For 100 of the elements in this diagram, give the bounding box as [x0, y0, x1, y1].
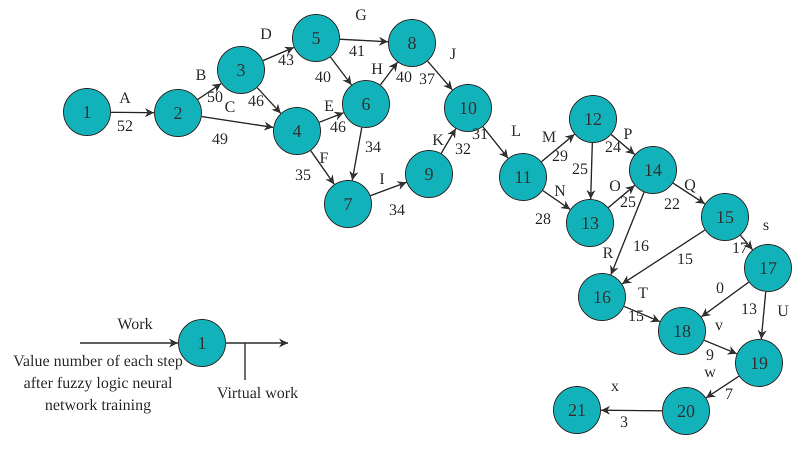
edge-value-label: 15: [676, 252, 694, 268]
edge-value-label: 16: [632, 239, 650, 255]
edge-value-label: 40: [395, 70, 413, 86]
edge-value-label: 7: [724, 387, 734, 403]
edge-value-label: 25: [571, 162, 589, 178]
arrow: [601, 406, 662, 415]
leader-line: [244, 343, 246, 380]
arrow: [370, 181, 407, 196]
edge-label: H: [370, 62, 384, 78]
edge-value-label: 49: [211, 132, 229, 148]
arrow: [700, 282, 750, 318]
edge-value-label: 32: [454, 142, 472, 158]
node-circle: 12: [569, 95, 617, 143]
edge-label: s: [762, 218, 770, 234]
edge-value-label: 13: [740, 302, 758, 318]
node-circle: 16: [578, 273, 626, 321]
edge-value-label: 24: [604, 140, 622, 156]
arrow: [622, 230, 706, 284]
edge-label: w: [703, 365, 717, 381]
edge-label: J: [448, 47, 458, 63]
edge-label: F: [318, 151, 330, 167]
node-circle: 4: [273, 107, 321, 155]
node-circle: 14: [629, 146, 677, 194]
arrow: [80, 338, 178, 348]
arrow: [440, 128, 456, 154]
edge-value-label: 3: [619, 415, 629, 431]
node-circle: 15: [701, 193, 749, 241]
edge-label: P: [622, 127, 634, 143]
arrow: [111, 108, 154, 118]
note-text: Virtual work: [200, 381, 315, 405]
arrow: [310, 150, 335, 185]
edge-value-label: 29: [551, 149, 569, 165]
arrow: [262, 46, 294, 62]
node-circle: 20: [662, 387, 710, 435]
edge-value-label: 41: [348, 44, 366, 60]
edge-value-label: 34: [364, 140, 382, 156]
edge-value-label: 9: [705, 348, 715, 364]
arrow: [610, 192, 645, 275]
node-circle: 18: [658, 307, 706, 355]
arrow: [542, 190, 571, 210]
edge-label: M: [540, 130, 558, 146]
arrow: [340, 36, 388, 46]
arrow: [672, 182, 706, 204]
edge-value-label: 52: [116, 119, 134, 135]
edge-label: E: [323, 99, 335, 115]
edge-label: A: [118, 91, 132, 107]
arrow: [319, 112, 344, 123]
edge-value-label: 46: [247, 94, 265, 110]
edge-value-label: 34: [388, 203, 406, 219]
arrow: [706, 376, 740, 398]
edge-value-label: 40: [314, 70, 332, 86]
node-circle: 2: [154, 89, 202, 137]
arrow: [608, 184, 636, 208]
arrow: [482, 126, 509, 159]
edge-value-label: 37: [418, 72, 436, 88]
node-circle: 13: [566, 199, 614, 247]
edge-label: U: [776, 304, 790, 320]
node-circle: 7: [324, 180, 372, 228]
edge-label: B: [194, 68, 208, 84]
node-circle: 19: [735, 339, 783, 387]
arrow: [758, 292, 767, 340]
arrow: [740, 234, 754, 250]
edge-value-label: 0: [715, 281, 725, 297]
arrow: [624, 306, 660, 322]
edge-label: x: [610, 379, 620, 395]
node-circle: 5: [292, 14, 340, 62]
node-circle: 11: [499, 153, 547, 201]
edge-label: T: [637, 286, 649, 302]
arrow: [330, 56, 352, 86]
arrow: [226, 338, 288, 348]
edge-value-label: 35: [294, 168, 312, 184]
node-circle: 9: [405, 150, 453, 198]
edge-label: O: [608, 179, 622, 195]
edge-label: D: [259, 27, 273, 43]
edge-label: I: [378, 172, 386, 188]
edge-value-label: 25: [619, 195, 637, 211]
edge-label: N: [553, 184, 567, 200]
edge-label: Q: [683, 178, 697, 194]
edge-value-label: 43: [277, 53, 295, 69]
arrow: [586, 142, 596, 200]
edge-label: R: [602, 246, 614, 262]
arrow: [427, 60, 453, 90]
arrow: [610, 134, 636, 155]
edge-label: Work: [116, 317, 154, 333]
node-circle: 8: [388, 19, 436, 67]
arrow: [197, 82, 222, 100]
edge-value-label: 28: [534, 212, 552, 228]
node-circle: 21: [553, 386, 601, 434]
edge-label: v: [714, 318, 724, 334]
arrow: [541, 134, 575, 162]
arrow: [380, 62, 398, 86]
edge-label: G: [354, 8, 368, 24]
arrow: [256, 87, 282, 114]
edge-value-label: 22: [663, 197, 681, 213]
edge-label: C: [224, 100, 236, 116]
arrow: [704, 340, 738, 354]
edge-label: K: [431, 133, 445, 149]
edge-label: L: [510, 124, 522, 140]
arrow: [202, 116, 274, 131]
arrow: [349, 128, 362, 180]
